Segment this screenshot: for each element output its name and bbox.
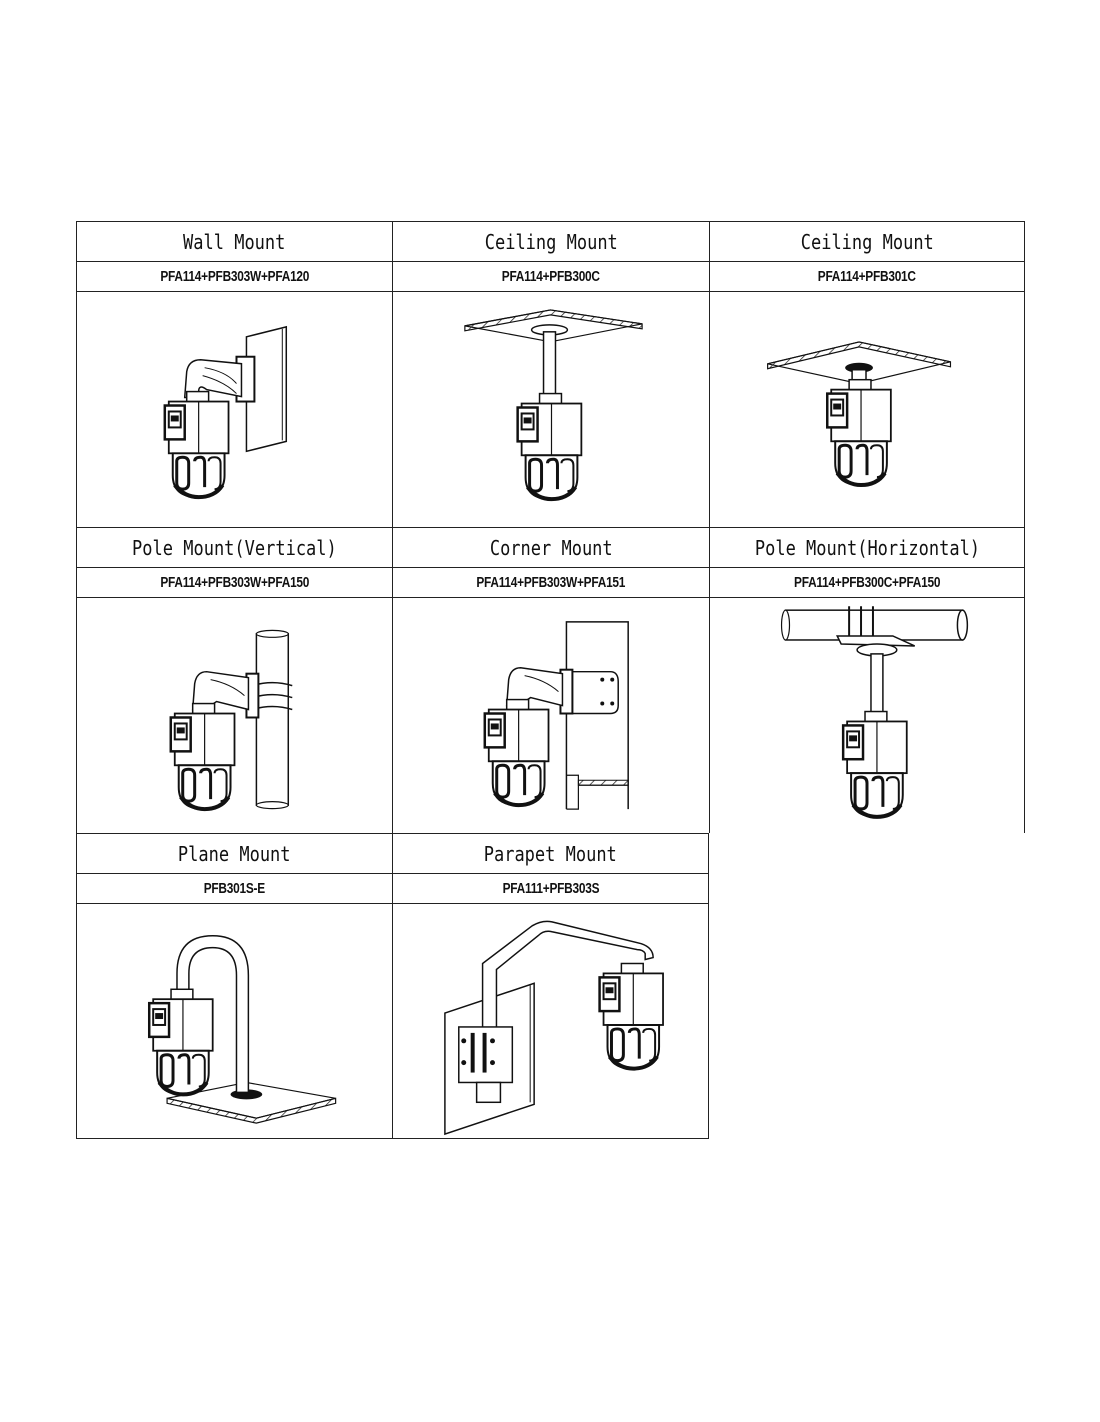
mount-table-row: Pole Mount(Vertical) PFA114+PFB303W+PFA1… [76,527,1025,833]
mount-name-text: Pole Mount(Vertical) [132,535,337,560]
mount-name-text: Ceiling Mount [800,229,934,254]
mount-cell-plane: Plane Mount PFB301S-E [76,833,392,1139]
mount-name-text: Corner Mount [489,535,613,560]
mount-table: Wall Mount PFA114+PFB303W+PFA120 Ceiling… [76,221,1025,1139]
mount-model: PFA114+PFB303W+PFA151 [392,567,709,597]
mount-name: Pole Mount(Horizontal) [709,527,1025,567]
mount-table-row: Plane Mount PFB301S-E Parapet Mount PFA1… [76,833,1025,1139]
ceiling-mount-short-illustration [709,291,1025,527]
mount-cell-pole-vertical: Pole Mount(Vertical) PFA114+PFB303W+PFA1… [76,527,392,833]
mount-model-text: PFA114+PFB303W+PFA120 [160,268,309,285]
mount-name-text: Parapet Mount [483,841,618,866]
wall-mount-illustration [76,291,392,527]
mount-name: Corner Mount [392,527,709,567]
mount-model: PFA114+PFB300C+PFA150 [709,567,1025,597]
mount-cell-ceiling-short: Ceiling Mount PFA114+PFB301C [709,221,1025,527]
plane-mount-illustration [76,903,392,1139]
mount-model-text: PFB301S-E [203,880,266,897]
mount-name: Ceiling Mount [709,221,1025,261]
parapet-mount-illustration [392,903,709,1139]
mount-model-text: PFA114+PFB301C [817,268,917,285]
mount-name: Pole Mount(Vertical) [76,527,392,567]
mount-name-text: Wall Mount [183,229,286,254]
ceiling-mount-pendant-illustration [392,291,709,527]
mount-model: PFA114+PFB300C [392,261,709,291]
mount-model-text: PFA114+PFB303W+PFA151 [476,574,626,591]
mount-cell-ceiling-pendant: Ceiling Mount PFA114+PFB300C [392,221,709,527]
mount-model: PFA114+PFB301C [709,261,1025,291]
pole-mount-vertical-illustration [76,597,392,833]
mount-name-text: Ceiling Mount [484,229,618,254]
pole-mount-horizontal-illustration [709,597,1025,833]
mount-model: PFA114+PFB303W+PFA120 [76,261,392,291]
mount-name: Ceiling Mount [392,221,709,261]
mount-name: Parapet Mount [392,833,709,873]
mount-cell-corner: Corner Mount PFA114+PFB303W+PFA151 [392,527,709,833]
corner-mount-illustration [392,597,709,833]
mount-name-text: Pole Mount(Horizontal) [754,535,980,560]
mount-model: PFA111+PFB303S [392,873,709,903]
mount-name: Plane Mount [76,833,392,873]
mount-model-text: PFA114+PFB300C [501,268,601,285]
mount-model-text: PFA114+PFB303W+PFA150 [160,574,309,591]
mount-model-text: PFA111+PFB303S [502,880,599,897]
mount-model: PFB301S-E [76,873,392,903]
mount-table-row: Wall Mount PFA114+PFB303W+PFA120 Ceiling… [76,221,1025,527]
mount-name-text: Plane Mount [178,841,291,866]
mount-cell-parapet: Parapet Mount PFA111+PFB303S [392,833,709,1139]
mount-cell-pole-horizontal: Pole Mount(Horizontal) PFA114+PFB300C+PF… [709,527,1025,833]
mount-model: PFA114+PFB303W+PFA150 [76,567,392,597]
mount-cell-wall: Wall Mount PFA114+PFB303W+PFA120 [76,221,392,527]
mount-name: Wall Mount [76,221,392,261]
mount-model-text: PFA114+PFB300C+PFA150 [793,574,941,591]
